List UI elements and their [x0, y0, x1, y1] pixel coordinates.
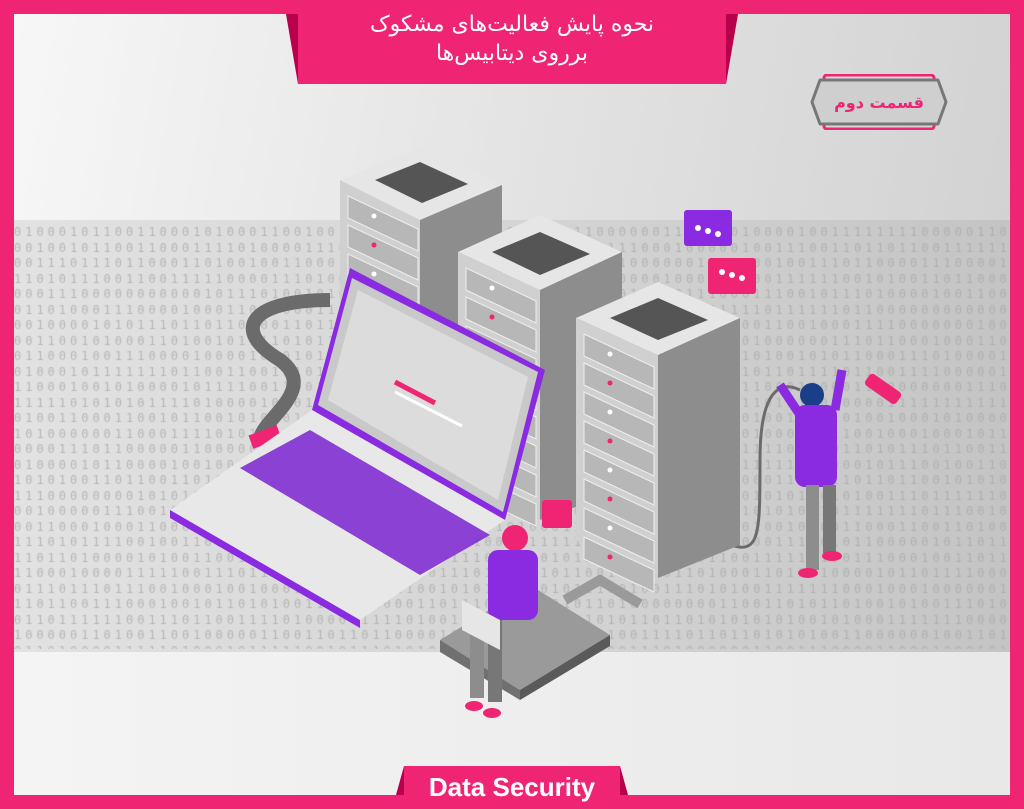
- drive-led: [489, 314, 495, 320]
- drive-bay: [583, 449, 655, 506]
- part-badge-label: قسمت دوم: [834, 92, 924, 112]
- drive-bay: [583, 333, 655, 390]
- drive-bay: [465, 296, 537, 353]
- footer-banner-fold-left: [396, 766, 404, 795]
- drive-led: [371, 213, 377, 219]
- part-badge: قسمت دوم: [810, 73, 948, 131]
- drive-led: [371, 271, 377, 277]
- drive-led: [489, 285, 495, 291]
- title-line-1: نحوه پایش فعالیت‌های مشکوک: [369, 12, 655, 37]
- drive-led: [371, 242, 377, 248]
- title-banner-fold-right: [726, 14, 738, 84]
- cable-connector: [865, 373, 902, 404]
- drive-led: [607, 409, 613, 415]
- keyboard: [240, 430, 490, 575]
- laptop-cable: [245, 293, 331, 442]
- drive-bay: [583, 362, 655, 419]
- cable-plug: [248, 425, 282, 449]
- drive-bay: [583, 420, 655, 477]
- drive-led: [607, 496, 613, 502]
- drive-led: [607, 380, 613, 386]
- footer-banner-fold-right: [620, 766, 628, 795]
- drive-bay: [583, 507, 655, 564]
- drive-bay: [347, 224, 419, 281]
- title-banner: نحوه پایش فعالیت‌های مشکوک برروی دیتابیس…: [298, 0, 726, 84]
- drive-led: [607, 554, 613, 560]
- part-badge-frame: [810, 73, 948, 131]
- title-line-2: برروی دیتابیس‌ها: [435, 41, 589, 66]
- drive-led: [607, 351, 613, 357]
- footer-banner: Data Security: [404, 766, 620, 809]
- laptop: [170, 268, 545, 628]
- drive-bay: [583, 391, 655, 448]
- drive-led: [607, 438, 613, 444]
- drive-bay: [347, 195, 419, 252]
- drive-led: [607, 525, 613, 531]
- title-banner-fold-left: [286, 14, 298, 84]
- chat-bubble-icons: [542, 210, 756, 528]
- drive-bay: [465, 267, 537, 324]
- person-with-laptop: [462, 525, 538, 718]
- drive-bay: [583, 536, 655, 593]
- person-plugging-cable: [776, 369, 902, 578]
- drive-bay: [583, 478, 655, 535]
- drive-led: [607, 467, 613, 473]
